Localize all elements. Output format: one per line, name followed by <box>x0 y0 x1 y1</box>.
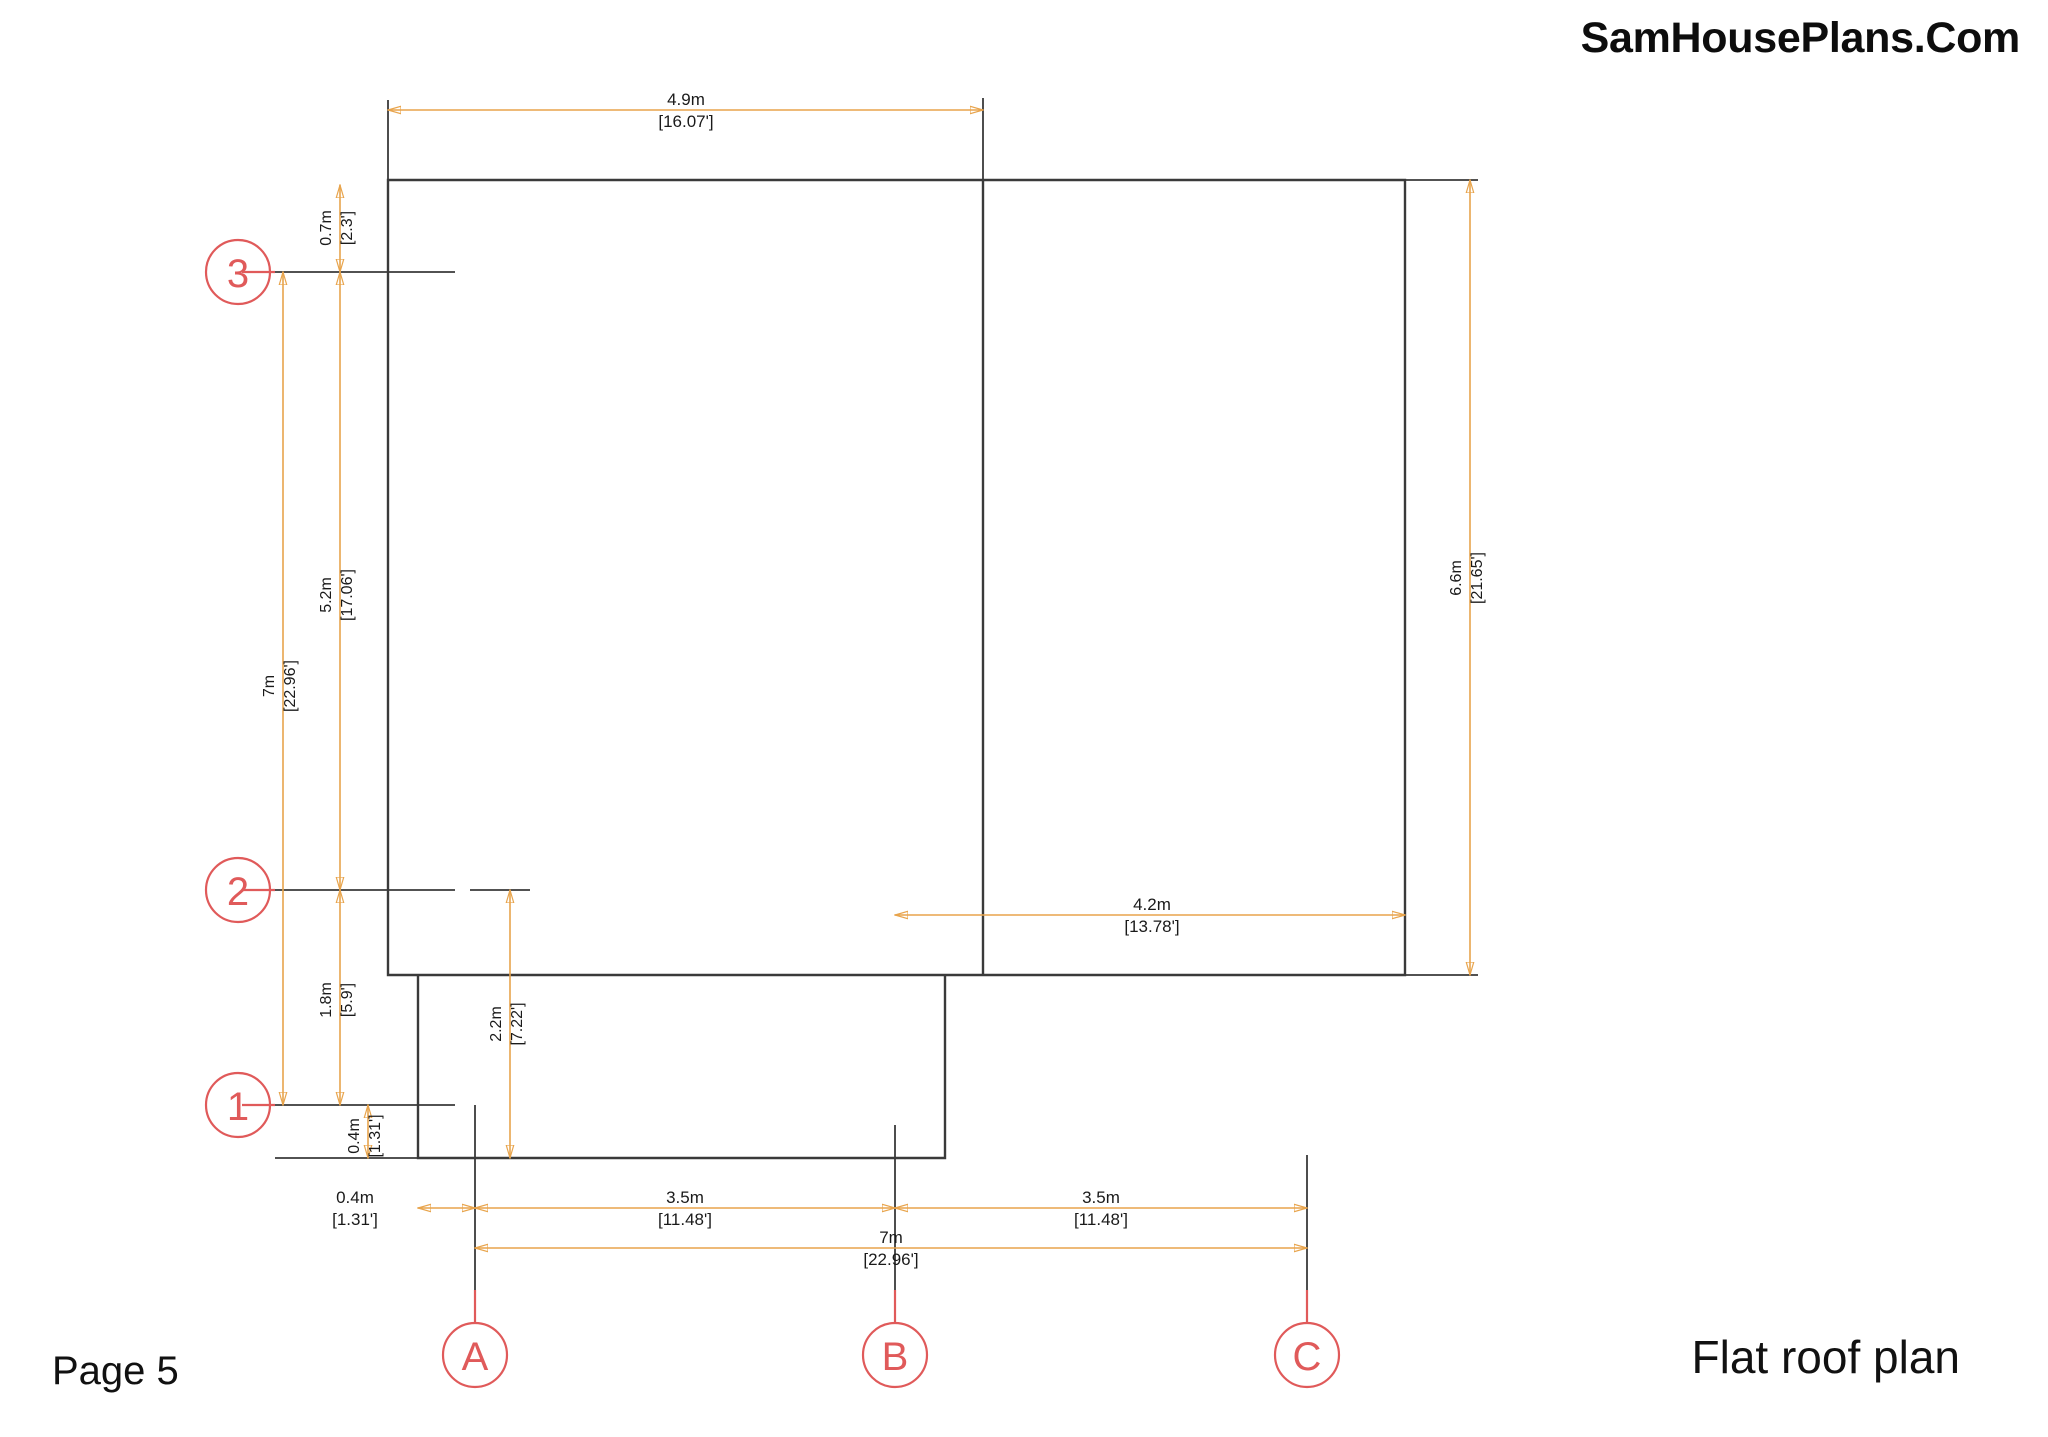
dim-value-metric: 0.7m <box>318 210 335 246</box>
dim-value-imperial: [21.65'] <box>1469 552 1486 604</box>
grid-bubble-C[interactable]: C <box>1273 1290 1341 1389</box>
grid-bubble-3[interactable]: 3 <box>204 238 275 306</box>
dimension-inner-2-2m: 2.2m [7.22'] <box>488 890 526 1158</box>
dim-value-metric: 3.5m <box>666 1188 704 1207</box>
bubble-circle <box>204 856 272 924</box>
dim-value-imperial: [17.06'] <box>339 569 356 621</box>
dim-value-metric: 7m <box>261 675 278 697</box>
dimension-left-0-7m: 0.7m [2.3'] <box>318 185 356 272</box>
grid-bubble-1[interactable]: 1 <box>204 1071 275 1139</box>
bubble-circle <box>204 1071 272 1139</box>
dim-value-imperial: [16.07'] <box>658 112 713 131</box>
dimension-left-1-8m: 1.8m [5.9'] <box>318 890 356 1105</box>
dimension-bottom-chain: 0.4m [1.31'] 3.5m [11.48'] 3.5m [11.48']… <box>332 1188 1307 1269</box>
dim-value-metric: 4.2m <box>1133 895 1171 914</box>
dim-value-metric: 6.6m <box>1448 560 1465 596</box>
dim-value-imperial: [13.78'] <box>1124 917 1179 936</box>
dimension-bottom-7m-overall: 7m [22.96'] <box>475 1228 1307 1269</box>
dimension-left-7m-overall: 7m [22.96'] <box>261 272 299 1105</box>
dim-value-metric: 5.2m <box>318 577 335 613</box>
grid-bubble-B[interactable]: B <box>861 1290 929 1389</box>
dimension-inner-4-2m: 4.2m [13.78'] <box>895 895 1405 936</box>
dim-value-imperial: [1.31'] <box>367 1114 384 1157</box>
dim-value-imperial: [11.48'] <box>1074 1210 1128 1229</box>
dim-value-imperial: [7.22'] <box>509 1002 526 1045</box>
dim-value-imperial: [1.31'] <box>332 1210 378 1229</box>
dimension-bottom-0-4m: 0.4m [1.31'] <box>332 1188 475 1229</box>
watermark-samhouseplans: SamHousePlans.Com <box>1580 14 2021 62</box>
bubble-label: C <box>1293 1335 1322 1379</box>
dimension-left-5-2m: 5.2m [17.06'] <box>318 272 356 890</box>
bubble-circle <box>441 1321 509 1389</box>
grid-extension-lines <box>275 98 1478 1290</box>
bubble-label: A <box>462 1335 489 1379</box>
page-title: Flat roof plan <box>1691 1331 1960 1383</box>
dimension-left-0-4m: 0.4m [1.31'] <box>346 1105 384 1158</box>
dim-value-metric: 4.9m <box>667 90 705 109</box>
bubble-label: 1 <box>227 1085 249 1129</box>
dim-value-imperial: [2.3'] <box>339 211 356 245</box>
roof-main-rectangle <box>386 178 1407 977</box>
grid-bubble-A[interactable]: A <box>441 1290 509 1389</box>
bubble-label: B <box>882 1335 909 1379</box>
dimension-top-4-9m: 4.9m [16.07'] <box>388 90 983 131</box>
dim-value-metric: 0.4m <box>346 1118 363 1154</box>
dim-value-metric: 1.8m <box>318 982 335 1018</box>
dimension-right-6-6m: 6.6m [21.65'] <box>1448 180 1486 975</box>
dim-value-imperial: [22.96'] <box>282 660 299 712</box>
bubble-circle <box>1273 1321 1341 1389</box>
bubble-label: 2 <box>227 870 249 914</box>
dim-value-metric: 7m <box>879 1228 903 1247</box>
dim-value-metric: 0.4m <box>336 1188 374 1207</box>
bubble-circle <box>861 1321 929 1389</box>
bubble-label: 3 <box>227 252 249 296</box>
bubble-circle <box>204 238 272 306</box>
page-label: Page 5 <box>52 1349 179 1393</box>
grid-bubble-2[interactable]: 2 <box>204 856 275 924</box>
dim-value-imperial: [5.9'] <box>339 983 356 1017</box>
dimension-bottom-3-5m-a: 3.5m [11.48'] <box>475 1188 895 1229</box>
dim-value-imperial: [22.96'] <box>863 1250 918 1269</box>
dimension-bottom-3-5m-b: 3.5m [11.48'] <box>895 1188 1307 1229</box>
dim-value-metric: 3.5m <box>1082 1188 1120 1207</box>
roof-outline <box>386 178 1407 1160</box>
dim-value-imperial: [11.48'] <box>658 1210 712 1229</box>
roof-lower-extension <box>416 975 947 1160</box>
dim-value-metric: 2.2m <box>488 1006 505 1042</box>
